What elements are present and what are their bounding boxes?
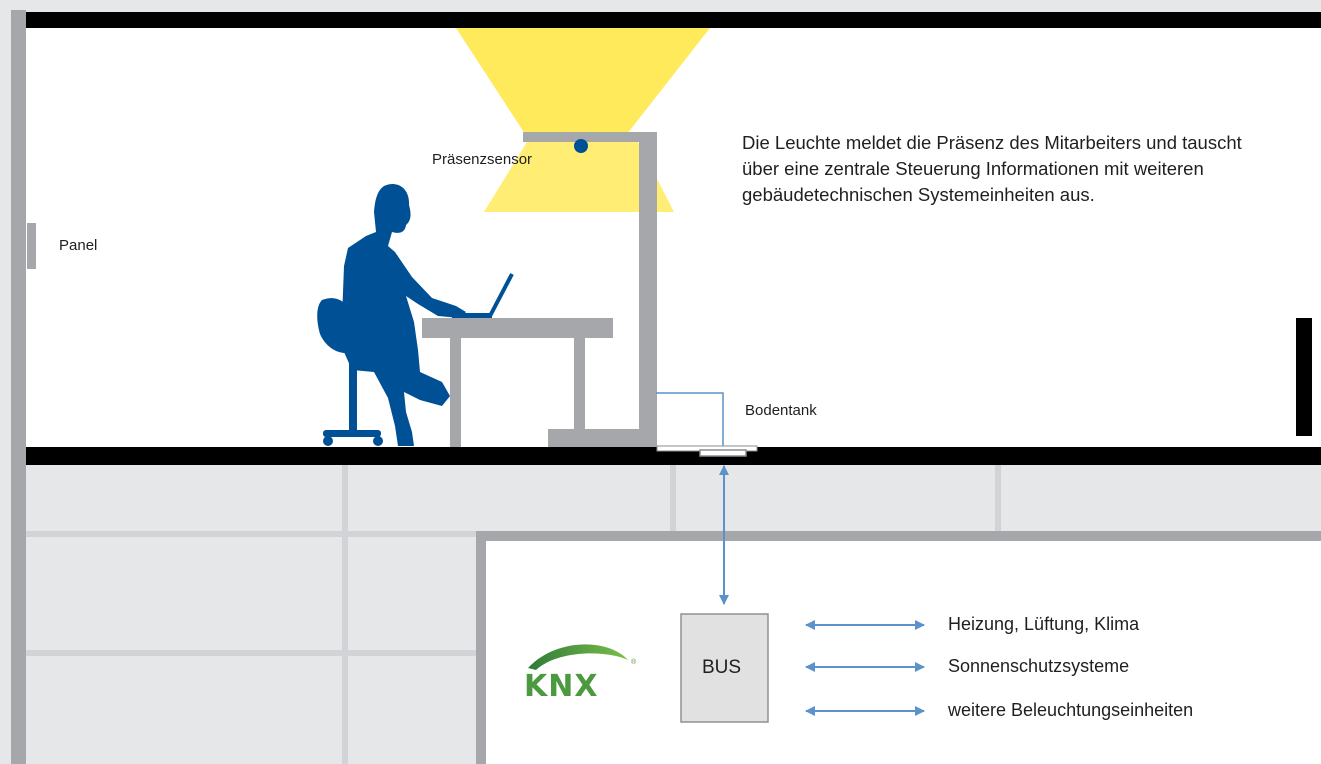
knx-logo-text: KNX <box>524 669 598 704</box>
ceiling-slab <box>26 12 1321 28</box>
floor-tank-label: Bodentank <box>745 402 817 419</box>
lower-level-grid <box>26 465 1001 764</box>
bus-room-interior <box>486 541 1321 764</box>
floor-slab <box>26 447 1321 465</box>
system-sun-protection-label: Sonnenschutzsysteme <box>948 656 1130 676</box>
system-lighting-label: weitere Beleuchtungseinheiten <box>948 700 1194 720</box>
description-text: Die Leuchte meldet die Präsenz des Mitar… <box>742 132 1242 205</box>
light-cone-upward <box>456 28 710 134</box>
bus-label: BUS <box>702 657 742 678</box>
right-wall-element <box>1296 318 1312 436</box>
wall-panel <box>27 223 36 269</box>
panel-label: Panel <box>59 237 98 254</box>
laptop <box>452 273 514 318</box>
svg-text:®: ® <box>631 658 637 666</box>
desk <box>422 318 613 447</box>
light-cone-downward <box>484 142 674 212</box>
floor-tank <box>699 449 747 457</box>
floor-luminaire <box>523 132 657 447</box>
sensor-label: Präsenzsensor <box>432 151 533 168</box>
bus-box <box>680 613 769 723</box>
system-hvac-label: Heizung, Lüftung, Klima <box>948 614 1140 634</box>
left-wall <box>11 10 26 764</box>
floor-tank-cable <box>656 392 724 451</box>
knx-logo: KNX ® <box>524 644 637 704</box>
room-interior <box>26 28 1321 448</box>
person-silhouette <box>317 184 466 446</box>
presence-sensor-dot <box>574 139 588 153</box>
